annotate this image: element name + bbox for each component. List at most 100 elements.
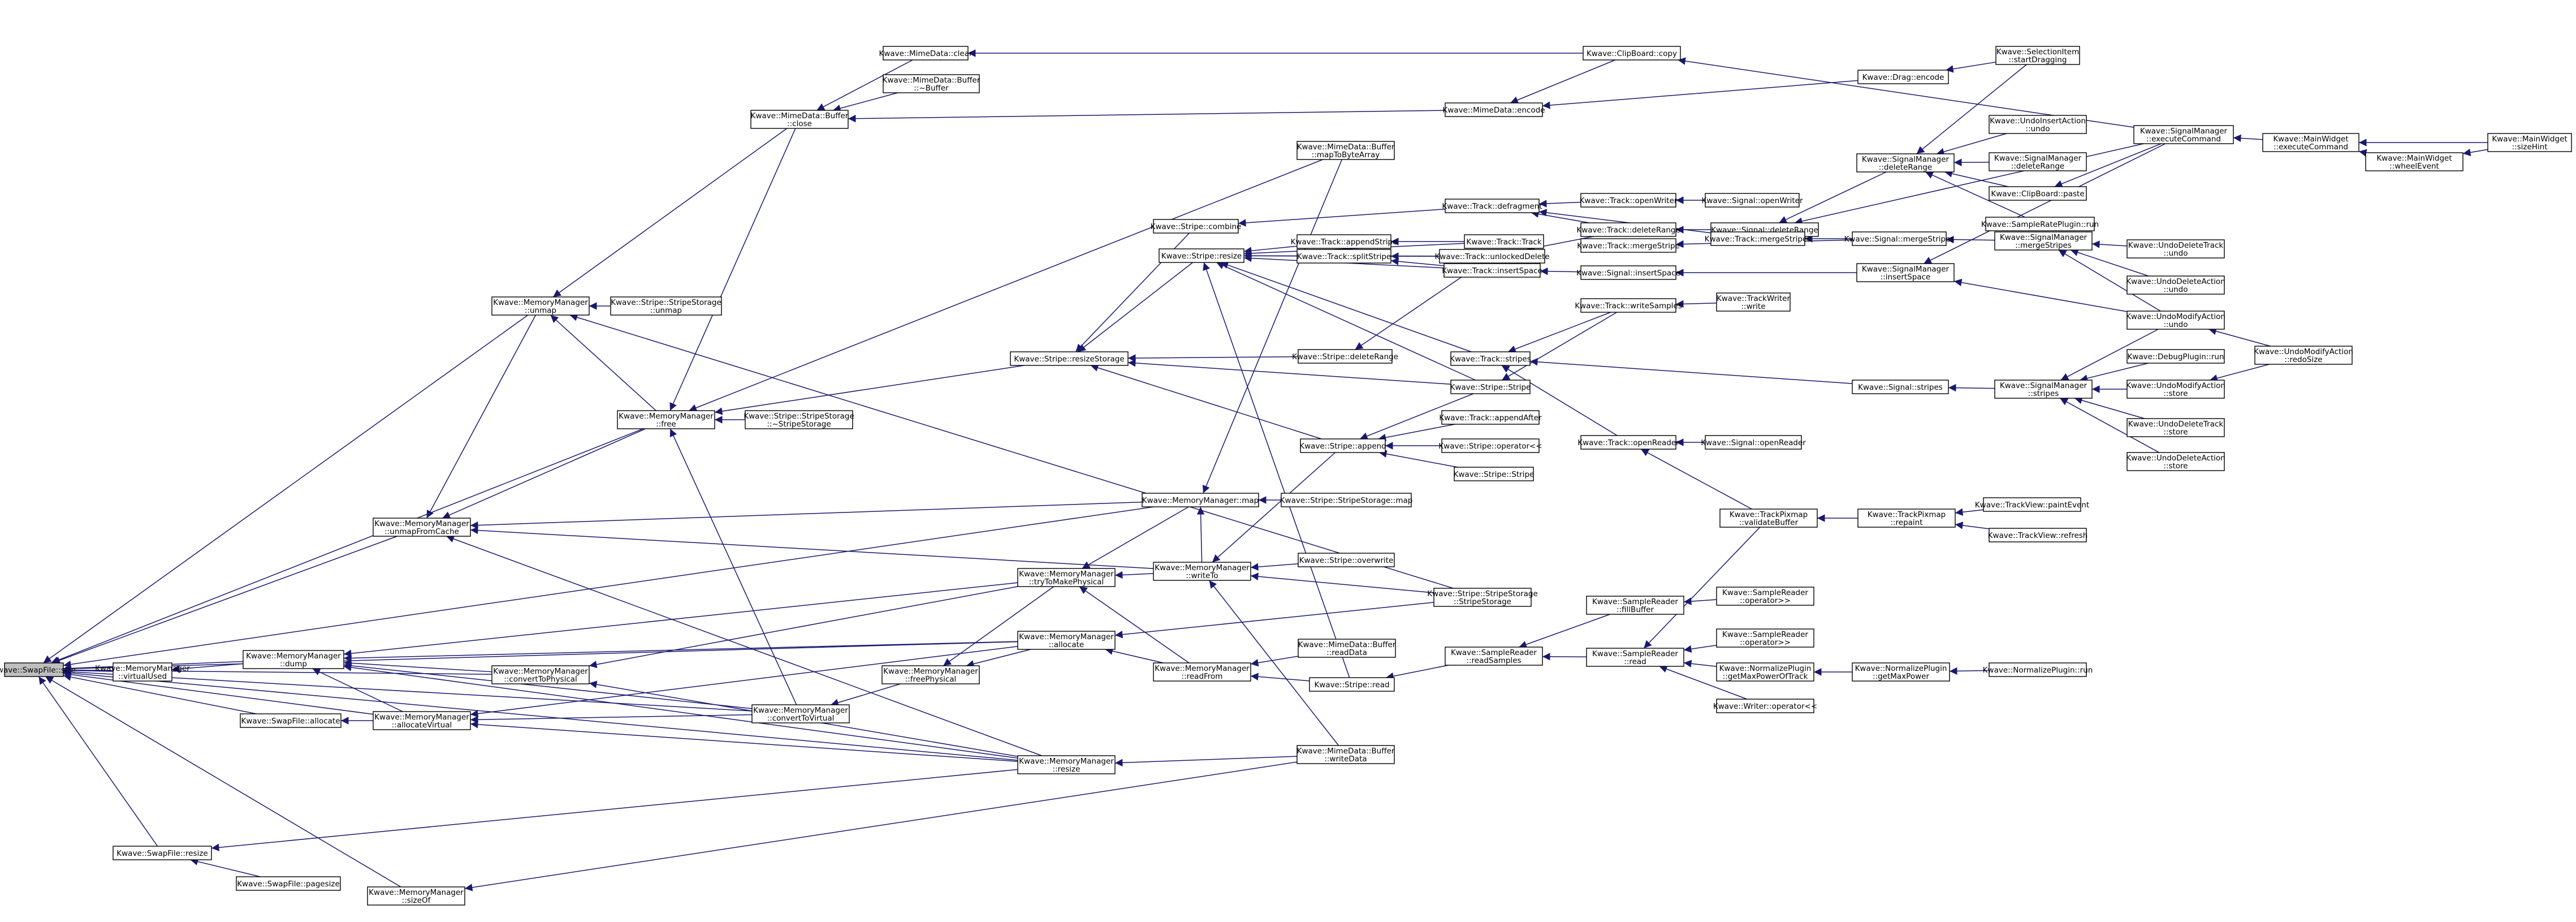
function-node[interactable]: Kwave::MemoryManager::resize xyxy=(1017,755,1116,774)
function-node[interactable]: Kwave::UndoDeleteAction::store xyxy=(2126,452,2225,471)
function-node[interactable]: Kwave::MemoryManager::allocateVirtual xyxy=(373,711,471,730)
function-node[interactable]: Kwave::MimeData::encode xyxy=(1442,102,1545,117)
function-node[interactable]: Kwave::MainWidget::wheelEvent xyxy=(2365,152,2463,171)
function-node[interactable]: Kwave::Signal::openWriter xyxy=(1701,193,1803,208)
function-node[interactable]: Kwave::SampleReader::fillBuffer xyxy=(1586,596,1684,615)
function-node[interactable]: Kwave::MemoryManager::free xyxy=(617,410,715,429)
function-node[interactable]: Kwave::SwapFile::pagesize xyxy=(236,876,341,891)
node-label: Kwave::Signal::openReader xyxy=(1701,438,1806,447)
function-node[interactable]: Kwave::Stripe::Stripe xyxy=(1454,467,1535,481)
function-node[interactable]: Kwave::MainWidget::executeCommand xyxy=(2262,133,2359,152)
function-node[interactable]: Kwave::SignalManager::deleteRange xyxy=(1989,152,2087,171)
function-node[interactable]: Kwave::Track::Track xyxy=(1464,234,1544,249)
function-node[interactable]: Kwave::SignalManager::stripes xyxy=(1994,380,2093,399)
function-node[interactable]: Kwave::MainWidget::sizeHint xyxy=(2487,133,2572,152)
function-node[interactable]: Kwave::Track::defragment xyxy=(1442,199,1542,213)
function-node[interactable]: Kwave::Track::openReader xyxy=(1577,435,1679,450)
function-node[interactable]: Kwave::UndoModifyAction::store xyxy=(2126,380,2225,399)
function-node[interactable]: Kwave::Stripe::overwrite xyxy=(1298,553,1395,567)
function-node[interactable]: Kwave::DebugPlugin::run xyxy=(2127,349,2225,364)
function-node[interactable]: Kwave::MemoryManager::tryToMakePhysical xyxy=(1017,568,1116,587)
function-node[interactable]: Kwave::MimeData::Buffer::readData xyxy=(1298,639,1396,658)
function-node[interactable]: Kwave::MemoryManager::writeTo xyxy=(1153,562,1251,581)
function-node[interactable]: Kwave::MemoryManager::dump xyxy=(243,650,344,669)
function-node[interactable]: Kwave::TrackWriter::write xyxy=(1716,292,1791,312)
function-node[interactable]: Kwave::Stripe::StripeStorage::StripeStor… xyxy=(1427,588,1538,607)
function-node[interactable]: Kwave::MemoryManager::map xyxy=(1142,493,1259,507)
function-node[interactable]: Kwave::SampleReader::readSamples xyxy=(1445,647,1543,666)
function-node[interactable]: Kwave::MimeData::Buffer::~Buffer xyxy=(883,74,980,93)
function-node[interactable]: Kwave::UndoModifyAction::undo xyxy=(2126,311,2225,330)
function-node[interactable]: Kwave::SwapFile::resize xyxy=(113,846,212,860)
function-node[interactable]: Kwave::MemoryManager::convertToVirtual xyxy=(751,704,850,723)
function-node[interactable]: Kwave::Stripe::StripeStorage::unmap xyxy=(610,296,722,316)
function-node[interactable]: Kwave::SampleReader::read xyxy=(1586,648,1684,667)
function-node[interactable]: Kwave::Stripe::resizeStorage xyxy=(1010,351,1129,366)
function-node[interactable]: Kwave::Stripe::read xyxy=(1309,677,1395,692)
function-node[interactable]: Kwave::TrackView::refresh xyxy=(1988,528,2088,542)
function-node[interactable]: Kwave::Writer::operator<< xyxy=(1713,699,1817,713)
function-node[interactable]: Kwave::Track::writeSamples xyxy=(1575,298,1682,313)
function-node[interactable]: Kwave::Stripe::StripeStorage::map xyxy=(1280,493,1413,507)
function-node[interactable]: Kwave::SignalManager::insertSpace xyxy=(1856,263,1955,282)
function-node[interactable]: Kwave::MimeData::clear xyxy=(879,46,973,61)
function-node[interactable]: Kwave::Drag::encode xyxy=(1857,70,1949,84)
function-node[interactable]: Kwave::MimeData::Buffer::mapToByteArray xyxy=(1296,141,1395,160)
call-edge xyxy=(1542,80,1858,109)
function-node[interactable]: Kwave::ClipBoard::copy xyxy=(1583,46,1681,61)
function-node[interactable]: Kwave::Track::appendAfter xyxy=(1439,410,1542,425)
function-node[interactable]: Kwave::TrackPixmap::validateBuffer xyxy=(1719,509,1818,528)
function-node[interactable]: Kwave::TrackPixmap::repaint xyxy=(1857,509,1956,528)
function-node[interactable]: Kwave::MemoryManager::readFrom xyxy=(1153,662,1251,682)
function-node[interactable]: Kwave::Stripe::operator<< xyxy=(1438,438,1542,453)
function-node[interactable]: Kwave::SampleReader::operator>> xyxy=(1716,587,1814,606)
root-function-node[interactable]: Kwave::SwapFile::size xyxy=(0,662,76,677)
function-node[interactable]: Kwave::SampleRatePlugin::run xyxy=(1981,217,2099,231)
function-node[interactable]: Kwave::Track::insertSpace xyxy=(1442,263,1542,278)
function-node[interactable]: Kwave::Stripe::deleteRange xyxy=(1292,349,1398,364)
function-node[interactable]: Kwave::Track::stripes xyxy=(1450,351,1531,366)
function-node[interactable]: Kwave::Stripe::StripeStorage::~StripeSto… xyxy=(744,410,854,429)
function-node[interactable]: Kwave::TrackView::paintEvent xyxy=(1975,497,2089,512)
function-node[interactable]: Kwave::Stripe::combine xyxy=(1151,219,1242,234)
call-arrow xyxy=(1944,170,2009,187)
function-node[interactable]: Kwave::Signal::stripes xyxy=(1852,380,1949,394)
function-node[interactable]: Kwave::SignalManager::executeCommand xyxy=(2133,125,2234,144)
function-node[interactable]: Kwave::UndoModifyAction::redoSize xyxy=(2254,346,2353,365)
function-node[interactable]: Kwave::Track::deleteRange xyxy=(1576,222,1680,237)
function-node[interactable]: Kwave::NormalizePlugin::getMaxPower xyxy=(1852,662,1950,682)
function-node[interactable]: Kwave::Signal::openReader xyxy=(1701,435,1806,450)
function-node[interactable]: Kwave::ClipBoard::paste xyxy=(1989,186,2087,201)
function-node[interactable]: Kwave::MemoryManager::virtualUsed xyxy=(95,662,190,682)
function-node[interactable]: Kwave::MemoryManager::sizeOf xyxy=(367,886,465,906)
function-node[interactable]: Kwave::SampleReader::operator>> xyxy=(1716,628,1814,648)
function-node[interactable]: Kwave::Track::appendStripe xyxy=(1291,234,1398,249)
function-node[interactable]: Kwave::SwapFile::allocate xyxy=(240,713,342,728)
function-node[interactable]: Kwave::Track::openWriter xyxy=(1580,193,1678,208)
function-node[interactable]: Kwave::MemoryManager::unmap xyxy=(491,296,590,316)
function-node[interactable]: Kwave::Signal::mergeStripes xyxy=(1844,231,1955,246)
function-node[interactable]: Kwave::UndoDeleteTrack::store xyxy=(2127,418,2225,437)
function-node[interactable]: Kwave::NormalizePlugin::getMaxPowerOfTra… xyxy=(1716,662,1814,682)
function-node[interactable]: Kwave::MemoryManager::convertToPhysical xyxy=(491,665,590,684)
function-node[interactable]: Kwave::Track::mergeStripes xyxy=(1705,231,1812,246)
function-node[interactable]: Kwave::NormalizePlugin::run xyxy=(1983,662,2093,677)
function-node[interactable]: Kwave::UndoDeleteAction::undo xyxy=(2126,275,2225,295)
function-node[interactable]: Kwave::MemoryManager::unmapFromCache xyxy=(373,518,471,537)
function-node[interactable]: Kwave::MemoryManager::allocate xyxy=(1017,631,1116,650)
function-node[interactable]: Kwave::Track::mergeStripe xyxy=(1577,238,1680,253)
function-node[interactable]: Kwave::SelectionItem::startDragging xyxy=(1995,46,2080,65)
function-node[interactable]: Kwave::UndoDeleteTrack::undo xyxy=(2127,239,2225,258)
function-node[interactable]: Kwave::SignalManager::deleteRange xyxy=(1856,153,1955,173)
function-node[interactable]: Kwave::Signal::insertSpace xyxy=(1576,265,1680,280)
function-node[interactable]: Kwave::UndoInsertAction::undo xyxy=(1989,115,2087,134)
function-node[interactable]: Kwave::Stripe::resize xyxy=(1159,248,1244,263)
function-node[interactable]: Kwave::Stripe::Stripe xyxy=(1450,380,1531,394)
function-node[interactable]: Kwave::MemoryManager::freePhysical xyxy=(881,665,980,684)
function-node[interactable]: Kwave::SignalManager::mergeStripes xyxy=(1994,231,2093,251)
function-node[interactable]: Kwave::Track::splitStripe xyxy=(1296,249,1391,264)
function-node[interactable]: Kwave::Track::unlockedDelete xyxy=(1434,249,1550,264)
function-node[interactable]: Kwave::MimeData::Buffer::close xyxy=(750,110,849,129)
function-node[interactable]: Kwave::Stripe::append xyxy=(1299,438,1386,453)
function-node[interactable]: Kwave::MimeData::Buffer::writeData xyxy=(1296,745,1395,764)
